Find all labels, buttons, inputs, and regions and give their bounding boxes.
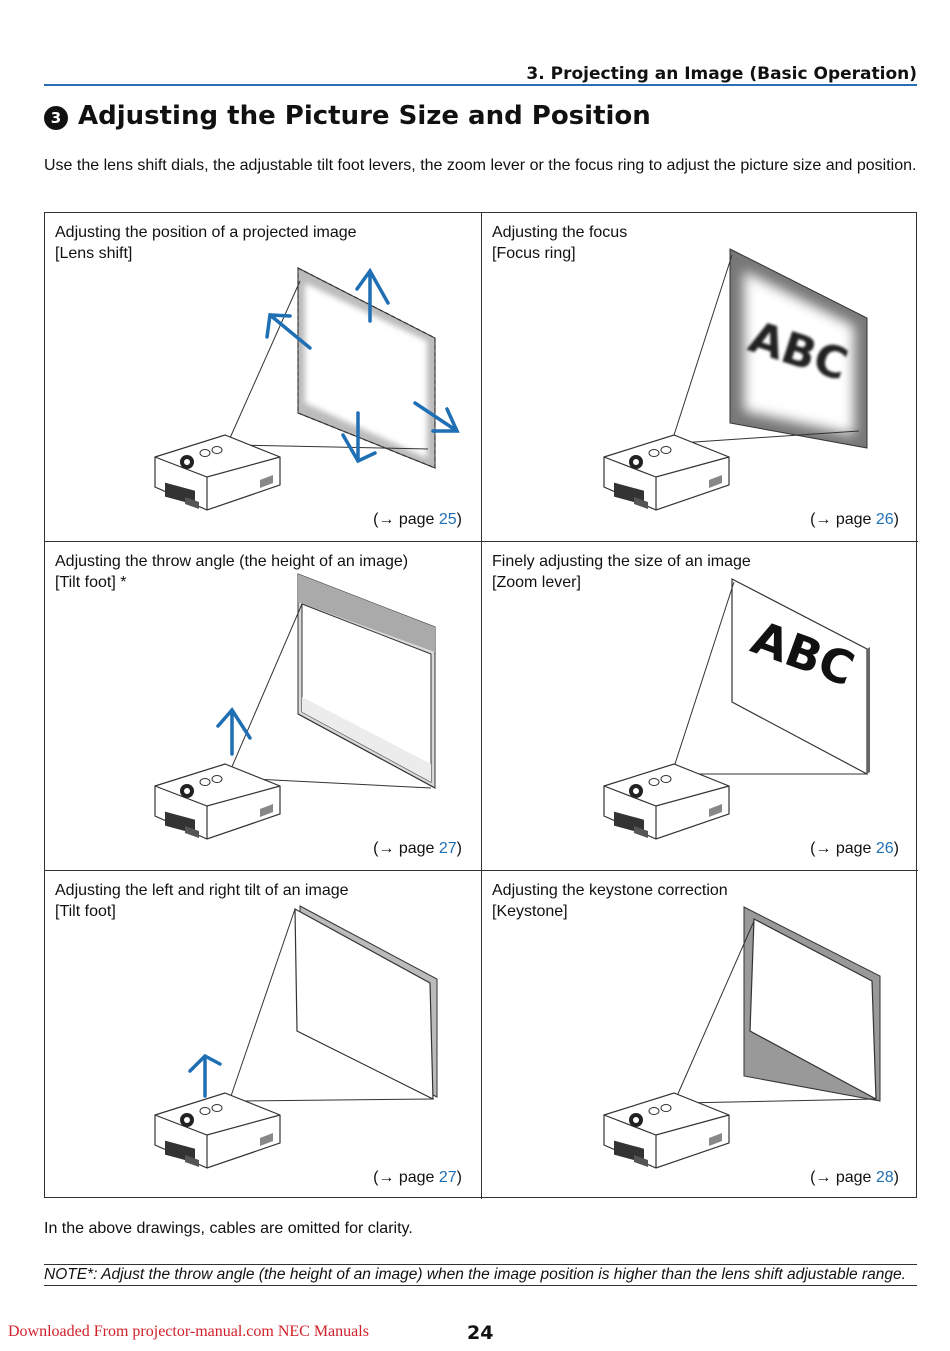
focus-illustration: ABC xyxy=(603,248,868,511)
footnote: In the above drawings, cables are omitte… xyxy=(44,1220,413,1237)
section-header: 3. Projecting an Image (Basic Operation) xyxy=(526,64,917,84)
keystone-illustration xyxy=(603,906,881,1169)
arrow-icon xyxy=(188,1053,222,1098)
page-reference: (→ page 25) xyxy=(373,511,462,528)
cell-throw-angle: Adjusting the throw angle (the height of… xyxy=(45,542,482,871)
page-reference: (→ page 28) xyxy=(810,1169,899,1186)
page-link[interactable]: 26 xyxy=(875,511,894,528)
cell-subtitle: [Tilt foot] * xyxy=(55,574,127,591)
page-link[interactable]: 27 xyxy=(438,840,457,857)
cell-title: Adjusting the throw angle (the height of… xyxy=(55,553,409,570)
page-reference: (→ page 27) xyxy=(373,1169,462,1186)
page-link[interactable]: 27 xyxy=(438,1169,457,1186)
cell-left-right-tilt: Adjusting the left and right tilt of an … xyxy=(45,871,482,1199)
intro-paragraph: Use the lens shift dials, the adjustable… xyxy=(44,157,917,174)
section-number-badge: 3 xyxy=(44,106,68,130)
throw-angle-illustration xyxy=(154,573,436,840)
cell-subtitle: [Tilt foot] xyxy=(55,903,116,920)
cell-keystone: Adjusting the keystone correction [Keyst… xyxy=(482,871,918,1199)
cell-title: Adjusting the position of a projected im… xyxy=(55,224,357,241)
lens-shift-illustration xyxy=(154,267,460,511)
cell-zoom: Finely adjusting the size of an image [Z… xyxy=(482,542,918,871)
cell-title: Finely adjusting the size of an image xyxy=(492,553,751,570)
cell-lens-shift: Adjusting the position of a projected im… xyxy=(45,213,482,542)
cell-focus: Adjusting the focus [Focus ring] ABC (→ … xyxy=(482,213,918,542)
arrow-icon xyxy=(216,707,252,756)
cell-title: Adjusting the focus xyxy=(492,224,628,241)
cell-title: Adjusting the left and right tilt of an … xyxy=(55,882,349,899)
cell-subtitle: [Zoom lever] xyxy=(492,574,581,591)
page-link[interactable]: 28 xyxy=(875,1169,894,1186)
page-reference: (→ page 26) xyxy=(810,840,899,857)
note: NOTE*: Adjust the throw angle (the heigh… xyxy=(44,1266,906,1283)
tilt-illustration xyxy=(154,905,438,1169)
note-rule xyxy=(44,1285,917,1286)
cell-subtitle: [Focus ring] xyxy=(492,245,576,262)
cell-subtitle: [Lens shift] xyxy=(55,245,133,262)
adjustment-grid: Adjusting the position of a projected im… xyxy=(44,212,918,1199)
zoom-illustration: ABC xyxy=(603,578,870,840)
page-title: Adjusting the Picture Size and Position xyxy=(78,101,651,131)
page-link[interactable]: 26 xyxy=(875,840,894,857)
header-rule xyxy=(44,84,917,86)
page-link[interactable]: 25 xyxy=(438,511,457,528)
arrow-icon xyxy=(265,267,460,464)
cell-subtitle: [Keystone] xyxy=(492,903,568,920)
page-reference: (→ page 26) xyxy=(810,511,899,528)
page-reference: (→ page 27) xyxy=(373,840,462,857)
watermark-link[interactable]: Downloaded From projector-manual.com NEC… xyxy=(8,1323,369,1340)
note-rule xyxy=(44,1264,917,1265)
page-number: 24 xyxy=(467,1322,494,1344)
cell-title: Adjusting the keystone correction xyxy=(492,882,728,899)
title-row: 3 Adjusting the Picture Size and Positio… xyxy=(44,101,651,131)
